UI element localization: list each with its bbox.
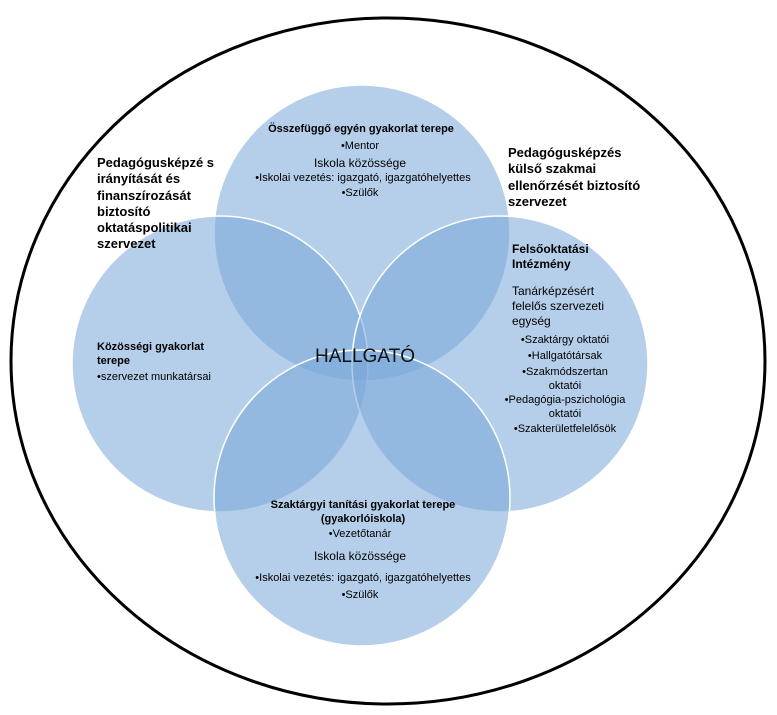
bottom-circle-item-lead-teacher: •Vezetőtanár: [328, 528, 392, 540]
left-circle-item-staff: •szervezet munkatársai: [97, 371, 211, 383]
left-circle-title: Közösségi gyakorlat terepe: [97, 341, 204, 367]
bottom-circle-item-parents: •Szülők: [341, 589, 379, 601]
circle-bottom: [213, 349, 511, 647]
right-circle-title: Felsőoktatási Intézmény: [512, 242, 589, 271]
bottom-circle-title: Szaktárgyi tanítási gyakorlat terepe (gy…: [270, 499, 456, 525]
top-circle-title: Összefüggő egyén gyakorlat terepe: [268, 123, 454, 135]
right-circle-item-3: •Szakmódszertan oktatói: [522, 366, 608, 392]
outer-ellipse: [9, 16, 767, 706]
right-circle-unit: Tanárképzésért felelős szervezeti egység: [512, 284, 605, 328]
right-circle-item-5: •Szakterületfelelősök: [513, 423, 617, 435]
right-circle-item-2: •Hallgatótársak: [527, 350, 603, 362]
bottom-circle-community: Iskola közössége: [313, 549, 407, 563]
top-circle-item-mentor: •Mentor: [340, 140, 380, 152]
bottom-circle-item-leadership: •Iskolai vezetés: igazgató, igazgatóhely…: [255, 572, 471, 584]
center-label: HALLGATÓ: [315, 346, 415, 367]
outer-label-right: Pedagógusképzés külső szakmai ellenőrzés…: [508, 145, 641, 209]
top-circle-community: Iskola közössége: [313, 156, 407, 170]
top-circle-item-leadership: •Iskolai vezetés: igazgató, igazgatóhely…: [255, 172, 471, 184]
right-circle-item-4: •Pedagógia-pszichológia oktatói: [504, 394, 626, 420]
right-circle-item-1: •Szaktárgy oktatói: [520, 334, 610, 346]
top-circle-item-parents: •Szülők: [341, 187, 379, 199]
outer-label-left: Pedagógusképzé s irányítását és finanszí…: [97, 155, 215, 252]
